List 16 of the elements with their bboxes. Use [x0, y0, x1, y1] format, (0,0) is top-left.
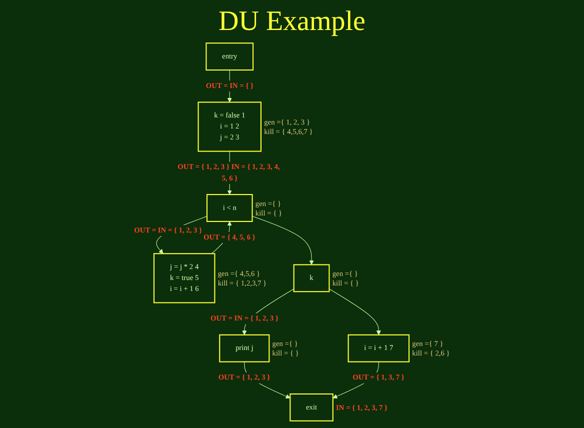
arrow — [252, 216, 314, 265]
node-note: kill = { } — [255, 208, 282, 218]
node-note: gen ={ } — [272, 339, 298, 348]
node-note: kill = { } — [272, 348, 299, 358]
node-note: gen ={ } — [255, 198, 281, 208]
node-note: gen ={ 7 } — [412, 339, 444, 348]
node-note: gen ={ 4,5,6 } — [218, 269, 260, 278]
node-note: kill = { 2,6 } — [412, 348, 450, 358]
diagram-title: DU Example — [218, 5, 366, 39]
node-note: kill = { } — [332, 278, 359, 288]
node-note: gen ={ 1, 2, 3 } — [264, 118, 310, 127]
node-note: gen ={ } — [332, 269, 358, 278]
arrow — [328, 288, 381, 336]
node-note: kill = { 4,5,6,7 } — [264, 127, 313, 136]
node-note: kill = { 1,2,3,7 } — [218, 278, 267, 288]
node-note: IN = { 1, 2, 3, 7 } — [336, 403, 388, 412]
